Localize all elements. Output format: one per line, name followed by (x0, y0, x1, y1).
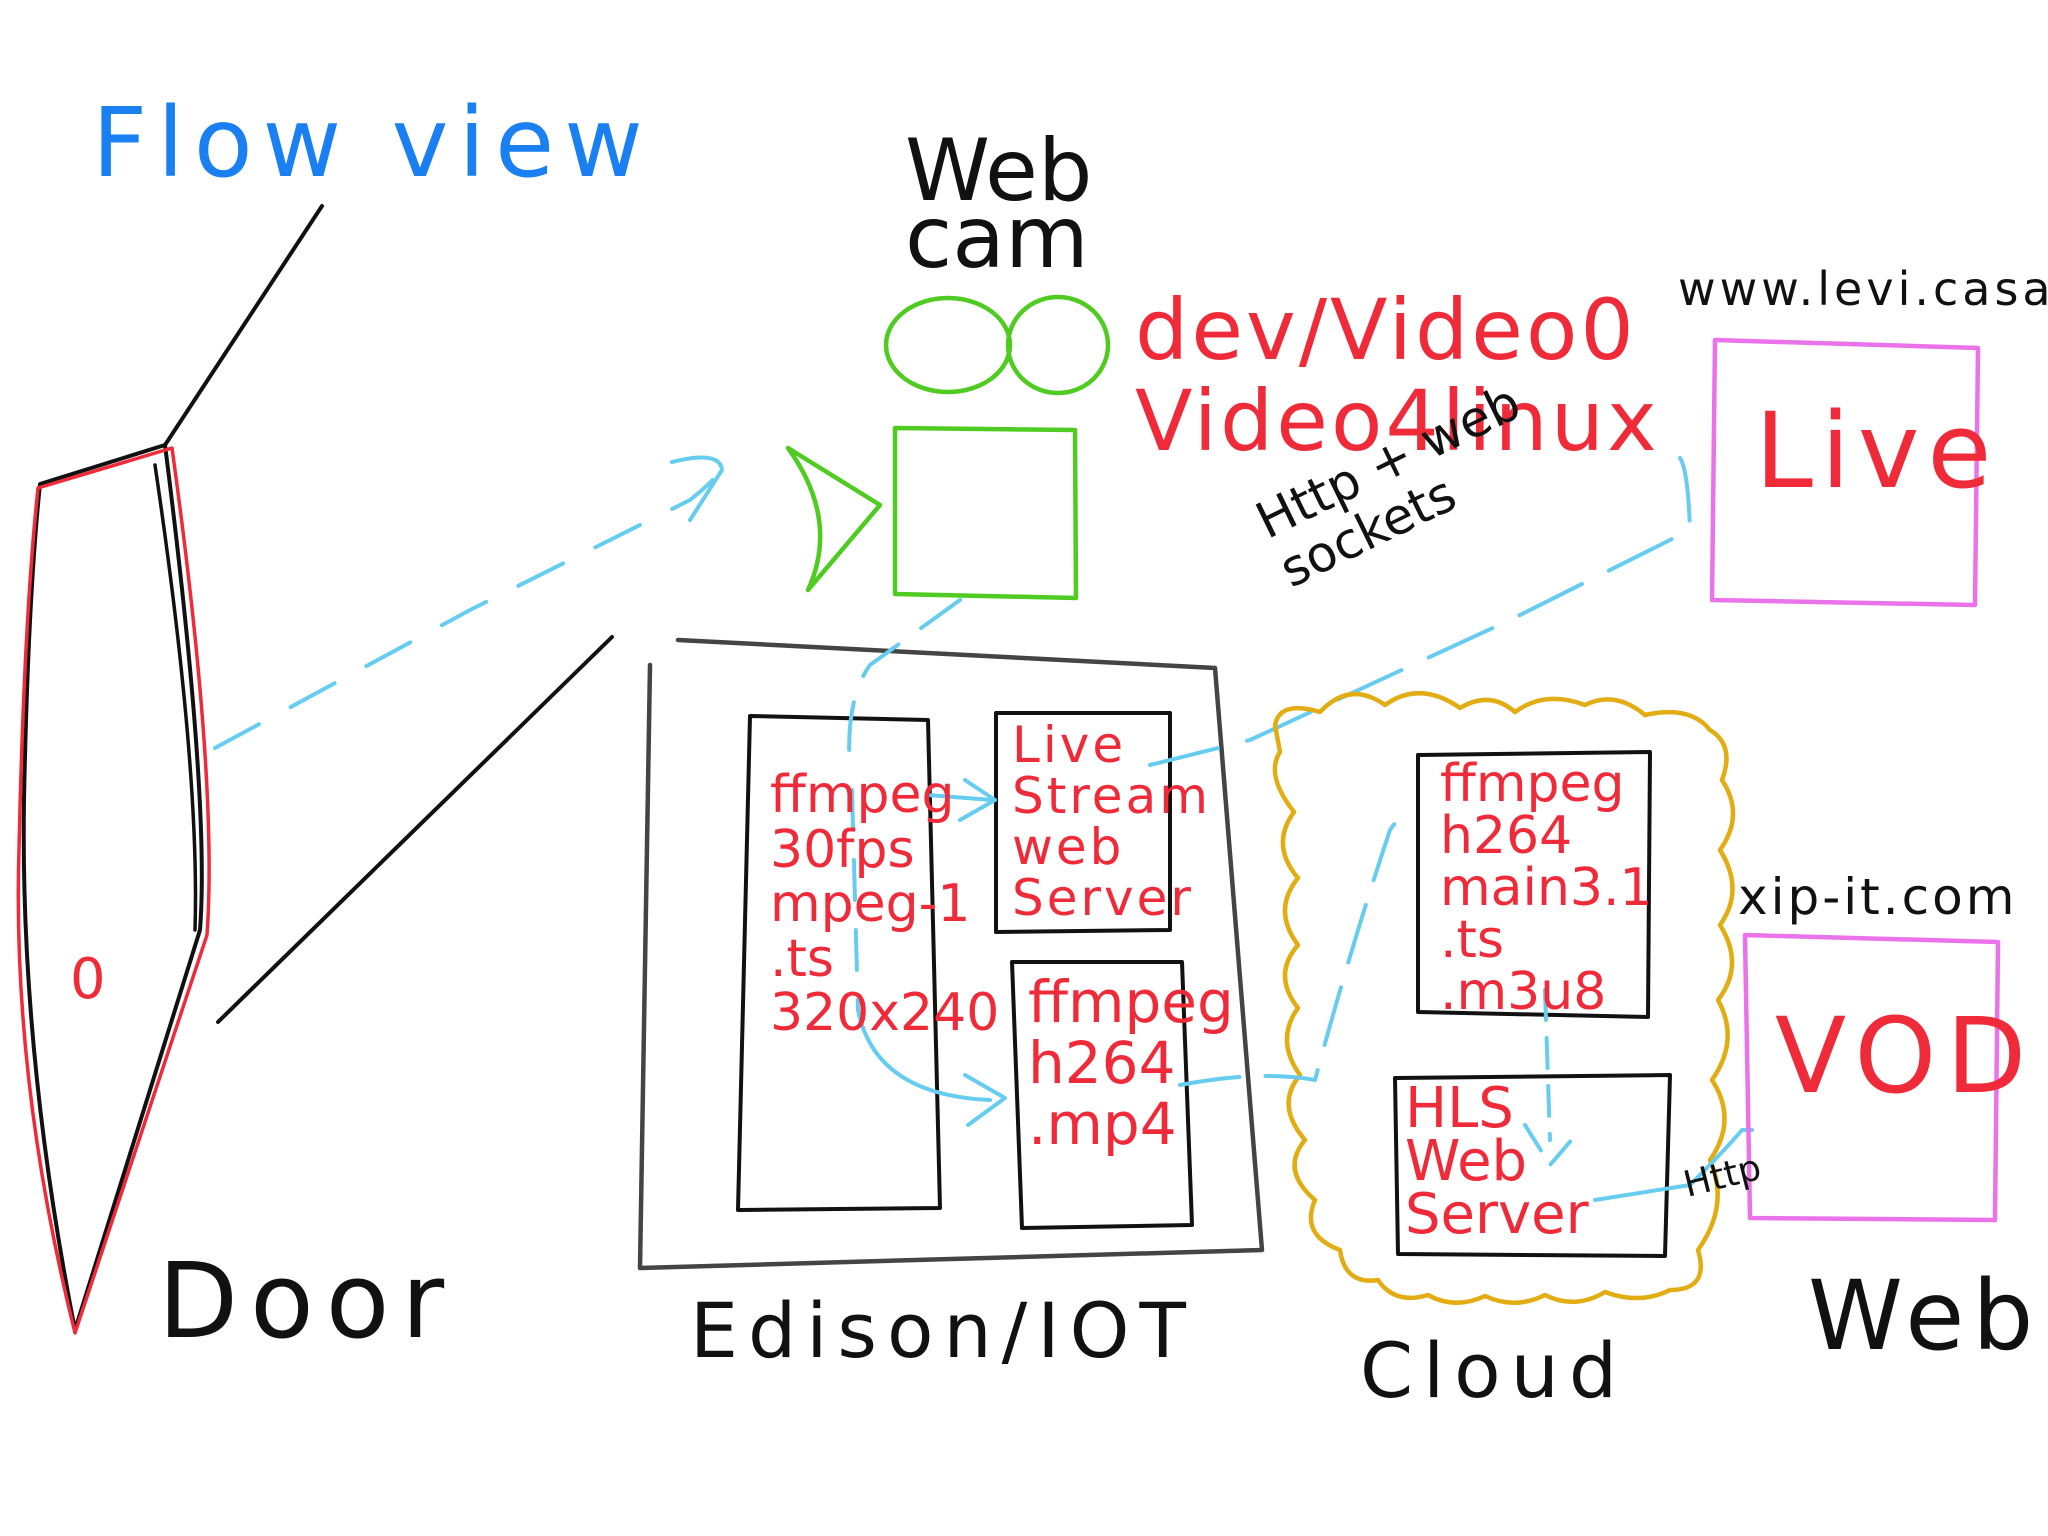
view-ray-dashed (213, 460, 724, 750)
door-outline-black (21, 443, 204, 1332)
hls-server-label: HLS Web Server (1405, 1076, 1589, 1248)
door-mark: 0 (70, 947, 106, 1012)
web-label: Web (1808, 1260, 2042, 1372)
flow-h264-to-cloud (1178, 812, 1414, 1087)
h264-encoder-label: ffmpeg h264 .mp4 (1028, 968, 1234, 1158)
transcoder-label: ffmpeg h264 main3.1 .ts .m3u8 (1440, 754, 1653, 1022)
door-inner-edge (153, 463, 198, 932)
live-server-box (994, 711, 1172, 934)
webcam-device-label: dev/Video0 Video4linux (1135, 281, 1660, 470)
live-site-domain: www.levi.casa (1678, 262, 2048, 316)
view-cone-top-line (163, 204, 324, 447)
flow-encoder-vertical-dashed (850, 788, 860, 1012)
encoder-label: ffmpeg 30fps mpeg-1 .ts 320x240 (770, 765, 1000, 1044)
view-cone-bottom-line (216, 635, 614, 1024)
flow-transcoder-to-hls (1523, 988, 1582, 1167)
vod-site-label: VOD (1775, 995, 2037, 1117)
encoder-box (736, 714, 942, 1212)
vod-site-domain: xip-it.com (1738, 868, 2018, 926)
webcam-body (892, 425, 1079, 601)
flow-encoder-to-h264 (856, 1008, 1007, 1127)
live-server-label: Live Stream web Server (1012, 716, 1211, 927)
view-ray-arrowhead (670, 455, 724, 522)
page-title: Flow view (92, 87, 653, 199)
transcoder-box (1416, 750, 1652, 1019)
vod-site-box (1742, 932, 2001, 1223)
cloud-label: Cloud (1360, 1326, 1628, 1415)
hls-server-box (1393, 1073, 1672, 1258)
flow-webcam-to-encoder (847, 598, 962, 772)
live-site-box (1709, 337, 1981, 608)
edison-box (637, 637, 1265, 1271)
flow-hls-to-vod (1593, 1128, 1754, 1202)
door-outline-red (16, 446, 211, 1335)
cloud-outline (1272, 691, 1736, 1305)
webcam-label: Web cam (905, 121, 1093, 289)
live-site-label: Live (1755, 390, 2000, 512)
webcam-lens (785, 445, 883, 593)
edison-label: Edison/IOT (690, 1286, 1196, 1375)
webcam-reel-left (883, 295, 1013, 395)
door-label: Door (158, 1240, 457, 1362)
webcam-reel-right (1005, 294, 1111, 396)
flow-encoder-to-live (926, 778, 997, 822)
flow-live-to-website (1148, 456, 1692, 767)
h264-box (1010, 960, 1194, 1230)
